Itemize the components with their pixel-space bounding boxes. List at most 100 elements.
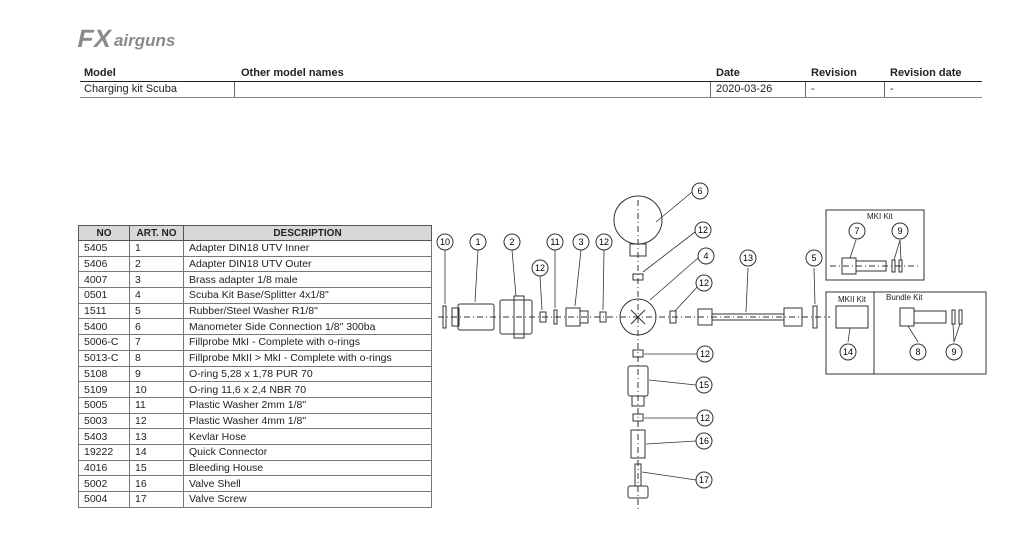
part-description: Valve Screw <box>183 491 432 508</box>
washer-12-icon <box>599 311 607 323</box>
callout-4: 4 <box>697 247 715 265</box>
part-description: Kevlar Hose <box>183 428 432 445</box>
part-description: Rubber/Steel Washer R1/8" <box>183 302 432 320</box>
svg-text:14: 14 <box>843 347 853 357</box>
callout-9: 9 <box>945 343 963 361</box>
svg-text:1: 1 <box>475 237 480 247</box>
callout-13: 13 <box>739 249 757 267</box>
svg-text:10: 10 <box>440 237 450 247</box>
header-model: Model <box>84 67 116 79</box>
header-date: Date <box>716 67 740 79</box>
part-number: 4016 <box>78 459 130 477</box>
fillprobe-mk2-icon <box>899 307 915 327</box>
fillprobe-mk2-body-icon <box>913 310 947 324</box>
callout-7: 7 <box>848 222 866 240</box>
svg-text:8: 8 <box>915 347 920 357</box>
part-number: 0501 <box>78 287 130 304</box>
callout-12: 12 <box>696 409 714 427</box>
part-description: Bleeding House <box>183 459 432 477</box>
part-number: 19222 <box>78 443 130 461</box>
art-number: 11 <box>129 396 184 414</box>
part-number: 5006-C <box>78 334 130 351</box>
header-other-model-names: Other model names <box>241 67 344 79</box>
callout-1: 1 <box>469 233 487 251</box>
logo-sub-text: airguns <box>113 31 176 50</box>
callout-12: 12 <box>595 233 613 251</box>
art-number: 3 <box>129 271 184 289</box>
part-description: Scuba Kit Base/Splitter 4x1/8" <box>183 287 432 304</box>
washer-12-icon <box>632 349 644 358</box>
art-number: 7 <box>129 334 184 351</box>
adapter-inner-icon <box>457 303 495 331</box>
art-number: 6 <box>129 318 184 336</box>
part-number: 5406 <box>78 255 130 273</box>
part-description: Quick Connector <box>183 443 432 461</box>
part-number: 1511 <box>78 302 130 320</box>
washer-12-icon <box>669 310 677 324</box>
art-number: 5 <box>129 302 184 320</box>
fillprobe-mk1-body-icon <box>855 260 887 272</box>
part-number: 5109 <box>78 381 130 398</box>
splitter-base-icon <box>619 298 657 336</box>
part-number: 5400 <box>78 318 130 336</box>
svg-text:7: 7 <box>854 226 859 236</box>
callout-8: 8 <box>909 343 927 361</box>
part-number: 5405 <box>78 240 130 257</box>
model-info-header: Model Other model names Date Revision Re… <box>80 66 982 82</box>
washer-12-icon <box>632 273 644 281</box>
part-description: Plastic Washer 2mm 1/8" <box>183 396 432 414</box>
svg-text:13: 13 <box>743 253 753 263</box>
oring-10-icon <box>442 305 447 329</box>
callout-12: 12 <box>695 274 713 292</box>
model-info-row: Charging kit Scuba 2020-03-26 - - <box>80 82 982 98</box>
callout-15: 15 <box>695 376 713 394</box>
brass-adapter-thread-icon <box>579 310 589 324</box>
valve-screw-head-icon <box>627 485 649 499</box>
model-info-table: Model Other model names Date Revision Re… <box>80 66 982 98</box>
part-description: Manometer Side Connection 1/8" 300ba <box>183 318 432 336</box>
svg-text:12: 12 <box>599 237 609 247</box>
art-number: 1 <box>129 240 184 257</box>
mk2-bundle-kit-box <box>825 291 987 375</box>
header-art-no: ART. NO <box>129 225 184 241</box>
art-number: 2 <box>129 255 184 273</box>
svg-text:9: 9 <box>951 347 956 357</box>
callout-3: 3 <box>572 233 590 251</box>
part-number: 5003 <box>78 412 130 430</box>
column-divider <box>234 82 235 97</box>
adapter-outer-flange-icon <box>513 295 525 339</box>
art-number: 13 <box>129 428 184 445</box>
svg-text:17: 17 <box>699 475 709 485</box>
adapter-inner-lip-icon <box>451 307 460 327</box>
oring-9-icon <box>951 309 956 325</box>
svg-text:12: 12 <box>698 225 708 235</box>
callout-12: 12 <box>531 259 549 277</box>
art-number: 15 <box>129 459 184 477</box>
callout-5: 5 <box>805 249 823 267</box>
oring-9-icon <box>958 309 963 325</box>
column-divider <box>710 82 711 97</box>
header-revision: Revision <box>811 67 857 79</box>
hose-fitting-icon <box>697 308 713 326</box>
art-number: 9 <box>129 365 184 383</box>
value-revision: - <box>811 83 815 95</box>
part-description: O-ring 5,28 x 1,78 PUR 70 <box>183 365 432 383</box>
washer-12-icon <box>632 413 644 422</box>
part-number: 5108 <box>78 365 130 383</box>
valve-shell-icon <box>630 429 646 459</box>
value-revision-date: - <box>890 83 894 95</box>
value-date: 2020-03-26 <box>716 83 773 95</box>
washer-12-icon <box>539 311 547 323</box>
part-description: Fillprobe MkI - Complete with o-rings <box>183 334 432 351</box>
splitter-mark-icon <box>630 309 646 325</box>
svg-text:12: 12 <box>700 413 710 423</box>
